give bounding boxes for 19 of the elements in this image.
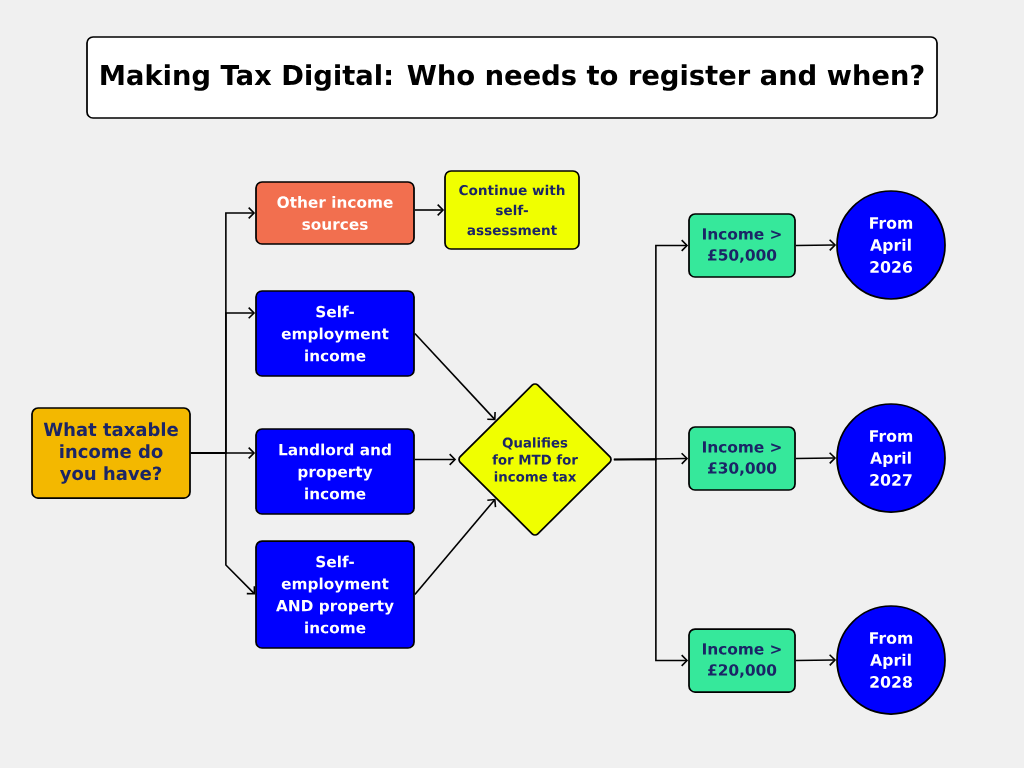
process-box: Landlord and property income <box>255 428 415 515</box>
process-box: Income > £20,000 <box>688 628 796 693</box>
process-box: Self-employment income <box>255 290 415 377</box>
arrow <box>795 653 837 667</box>
arrow <box>414 453 457 466</box>
arrow <box>414 203 445 217</box>
process-box: Continue with self-assessment <box>444 170 580 250</box>
arrow <box>414 332 496 421</box>
arrow <box>613 458 689 667</box>
process-box: Income > £30,000 <box>688 426 796 491</box>
title-box: Making Tax Digital: Who needs to register and when? <box>86 36 938 119</box>
question-box: What taxable income do you have? <box>31 407 191 499</box>
process-box: Self-employment AND property income <box>255 540 415 649</box>
arrow <box>795 238 837 252</box>
process-box: Income > £50,000 <box>688 213 796 278</box>
process-box: Other income sources <box>255 181 415 245</box>
arrow <box>795 451 837 465</box>
arrow <box>190 452 256 595</box>
arrow <box>414 498 497 596</box>
